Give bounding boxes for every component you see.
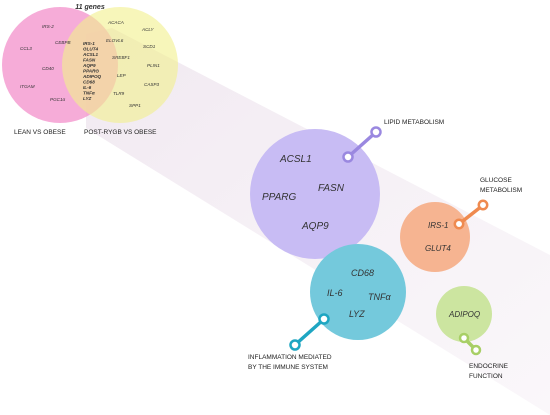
inflammation-label: BY THE IMMUNE SYSTEM [248, 364, 328, 371]
glucose-label: METABOLISM [480, 187, 522, 194]
glucose-label: GLUCOSE [480, 177, 512, 184]
venn-gene-shared: ADIPOQ [82, 74, 102, 79]
inflammation-bubble [310, 244, 406, 340]
lipid-node-icon [370, 126, 382, 138]
lipid-node-icon [342, 151, 354, 163]
glucose-node-icon [477, 199, 489, 211]
lipid-gene: PPARG [262, 192, 296, 203]
glucose-bubble [400, 202, 470, 272]
venn-gene-shared: AQP9 [82, 63, 96, 68]
endocrine-node-icon [458, 332, 470, 344]
venn-left-label: LEAN VS OBESE [14, 129, 66, 136]
endocrine-label: ENDOCRINE [469, 363, 509, 370]
venn-gene-right: SPP1 [129, 103, 141, 108]
venn-right-circle [62, 7, 178, 123]
venn-right-label: POST-RYGB VS OBESE [84, 129, 157, 136]
venn-gene-right: SREBF1 [112, 55, 130, 60]
venn-gene-right: ELOVL6 [106, 38, 124, 43]
glucose-gene: IRS-1 [428, 221, 448, 230]
venn-gene-left: CCL3 [20, 46, 32, 51]
venn-intersection-title: 11 genes [75, 4, 105, 11]
inflammation-node-icon [318, 313, 330, 325]
venn-gene-left: PGC1α [50, 97, 66, 102]
group-glucose-metabolism: GLUCOSE METABOLISM IRS-1 GLUT4 [400, 177, 522, 272]
lipid-gene: FASN [318, 183, 345, 194]
inflammation-gene: IL-6 [327, 288, 343, 298]
venn-gene-left: ITGAM [20, 84, 35, 89]
venn-gene-shared: ACSL1 [82, 52, 99, 57]
group-endocrine: ENDOCRINE FUNCTION ADIPOQ [436, 286, 509, 380]
inflammation-connector [294, 318, 325, 346]
venn-gene-shared: PPARG [83, 69, 99, 74]
venn-gene-right: TLR9 [113, 91, 125, 96]
lipid-gene: ACSL1 [279, 154, 312, 165]
venn-gene-left: CD40 [42, 66, 54, 71]
venn-gene-shared: IRS-1 [83, 41, 95, 46]
lipid-connector [346, 131, 377, 159]
venn-gene-right: SCD1 [143, 44, 156, 49]
venn-gene-right: ACACA [107, 20, 124, 25]
endocrine-gene: ADIPOQ [448, 310, 480, 319]
lipid-label: LIPID METABOLISM [384, 119, 444, 126]
group-lipid-metabolism: LIPID METABOLISM ACSL1 FASN PPARG AQP9 [250, 119, 444, 259]
venn-gene-shared: CD68 [83, 80, 95, 85]
venn-gene-left: CEBPB [55, 40, 71, 45]
venn-gene-shared: IL-6 [83, 85, 92, 90]
venn-diagram: 11 genes IRS-2 CEBPB CCL3 CD40 ITGAM PGC… [2, 4, 178, 136]
venn-gene-shared: GLUT4 [83, 47, 99, 52]
venn-gene-right: LEP [117, 73, 127, 78]
glucose-gene: GLUT4 [425, 244, 451, 253]
inflammation-gene: CD68 [351, 268, 374, 278]
venn-gene-shared: LYZ [83, 96, 92, 101]
endocrine-node-icon [470, 344, 482, 356]
venn-gene-right: CASP3 [144, 82, 160, 87]
endocrine-label: FUNCTION [469, 373, 503, 380]
venn-gene-shared: FASN [83, 58, 96, 63]
venn-gene-left: IRS-2 [42, 24, 54, 29]
group-inflammation: INFLAMMATION MEDIATED BY THE IMMUNE SYST… [248, 244, 406, 371]
lipid-gene: AQP9 [301, 221, 329, 232]
inflammation-node-icon [289, 339, 301, 351]
venn-gene-shared: TNFα [83, 91, 96, 96]
venn-gene-right: PLIN1 [147, 63, 160, 68]
inflammation-gene: LYZ [349, 309, 365, 319]
venn-gene-right: ACLY [141, 27, 155, 32]
inflammation-label: INFLAMMATION MEDIATED [248, 354, 332, 361]
endocrine-bubble [436, 286, 492, 342]
inflammation-gene: TNFα [368, 292, 391, 302]
glucose-node-icon [453, 218, 465, 230]
